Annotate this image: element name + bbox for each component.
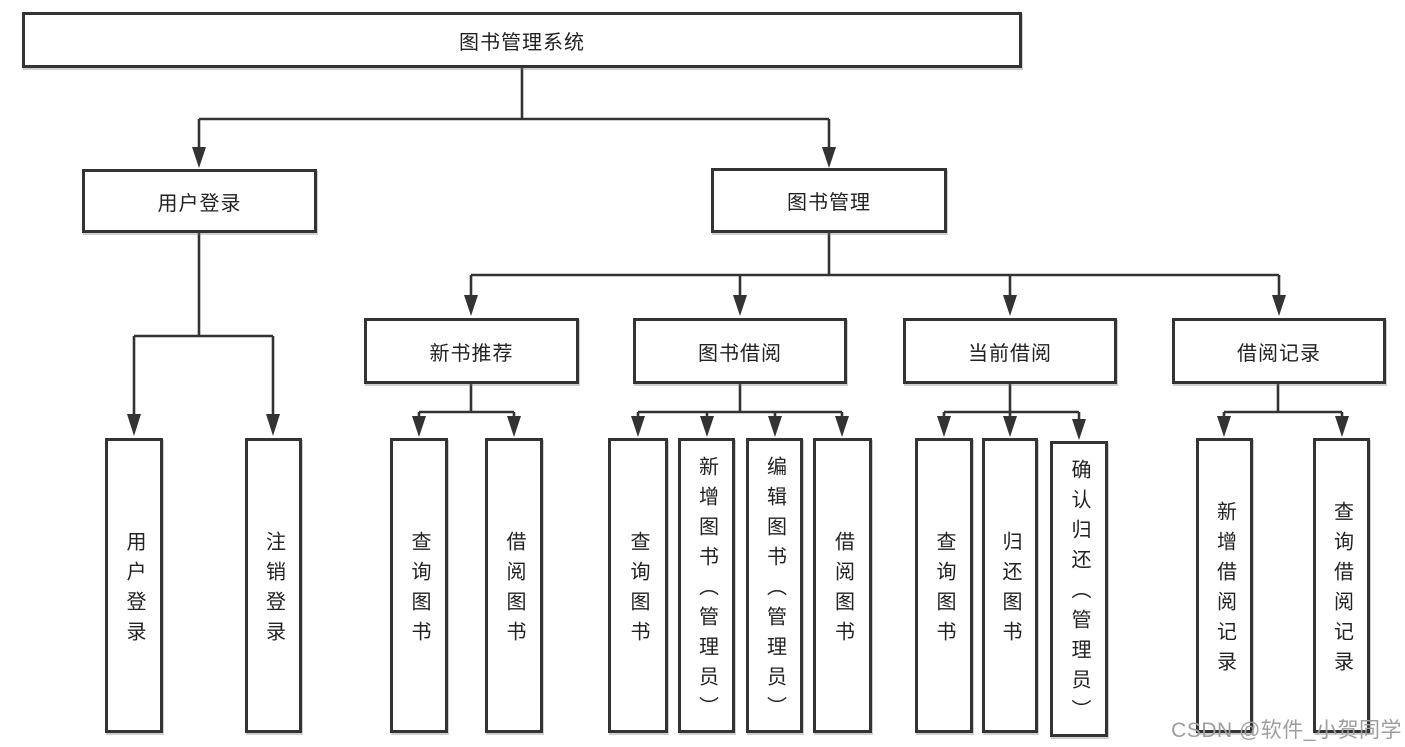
node-borrow-records-label: 借阅记录 (1237, 342, 1321, 365)
leaf-confirm-return-admin: 确认归还（管理员） (1050, 441, 1108, 737)
watermark: CSDN @软件_小贺同学 (1171, 719, 1402, 742)
node-new-book-recommend-label: 新书推荐 (429, 342, 514, 365)
node-user-login: 用户登录 (82, 169, 317, 233)
leaf-add-book-admin: 新增图书（管理员） (678, 438, 735, 733)
node-new-book-recommend: 新书推荐 (364, 318, 579, 384)
node-current-borrow: 当前借阅 (903, 318, 1117, 384)
leaf-edit-book-admin-label: 编辑图书（管理员） (763, 455, 786, 726)
leaf-newbook-borrow-book: 借阅图书 (485, 438, 543, 733)
connector-current-to-leaves (937, 384, 1086, 440)
node-root-label: 图书管理系统 (459, 31, 585, 54)
leaf-return-book-label: 归还图书 (999, 530, 1021, 651)
node-book-borrow: 图书借阅 (633, 318, 847, 384)
leaf-borrow-query-book-label: 查询图书 (627, 530, 649, 651)
leaf-newbook-query-book-label: 查询图书 (408, 530, 430, 651)
node-book-management-label: 图书管理 (787, 192, 871, 214)
leaf-current-query-book: 查询图书 (915, 438, 973, 733)
leaf-add-book-admin-label: 新增图书（管理员） (695, 455, 718, 726)
leaf-user-login: 用户登录 (105, 438, 163, 733)
connector-newbook-to-leaves (412, 384, 521, 437)
leaf-add-borrow-record-label: 新增借阅记录 (1213, 500, 1236, 681)
leaf-user-login-label: 用户登录 (123, 530, 145, 651)
node-book-borrow-label: 图书借阅 (698, 342, 782, 365)
leaf-confirm-return-admin-label: 确认归还（管理员） (1068, 459, 1090, 729)
connector-bookmgmt-to-level3 (464, 233, 1286, 316)
leaf-borrow-book: 借阅图书 (813, 438, 872, 733)
node-current-borrow-label: 当前借阅 (968, 342, 1052, 365)
leaf-edit-book-admin: 编辑图书（管理员） (746, 438, 803, 733)
connector-borrow-to-leaves (631, 384, 849, 437)
connector-records-to-leaves (1217, 384, 1349, 437)
leaf-logout: 注销登录 (245, 438, 302, 733)
connector-userlogin-to-leaves (127, 233, 280, 436)
leaf-borrow-book-label: 借阅图书 (831, 530, 854, 651)
node-book-management: 图书管理 (711, 168, 947, 233)
node-borrow-records: 借阅记录 (1172, 318, 1386, 384)
leaf-borrow-query-book: 查询图书 (608, 438, 668, 733)
node-user-login-label: 用户登录 (157, 192, 242, 215)
connector-root-to-level2 (192, 68, 836, 168)
leaf-current-query-book-label: 查询图书 (933, 530, 955, 651)
leaf-return-book: 归还图书 (982, 438, 1038, 733)
leaf-query-borrow-record: 查询借阅记录 (1313, 438, 1370, 733)
leaf-newbook-query-book: 查询图书 (390, 438, 448, 733)
node-root: 图书管理系统 (22, 12, 1022, 68)
leaf-logout-label: 注销登录 (262, 530, 285, 651)
leaf-newbook-borrow-book-label: 借阅图书 (503, 530, 525, 651)
leaf-query-borrow-record-label: 查询借阅记录 (1330, 500, 1353, 681)
leaf-add-borrow-record: 新增借阅记录 (1196, 438, 1253, 733)
